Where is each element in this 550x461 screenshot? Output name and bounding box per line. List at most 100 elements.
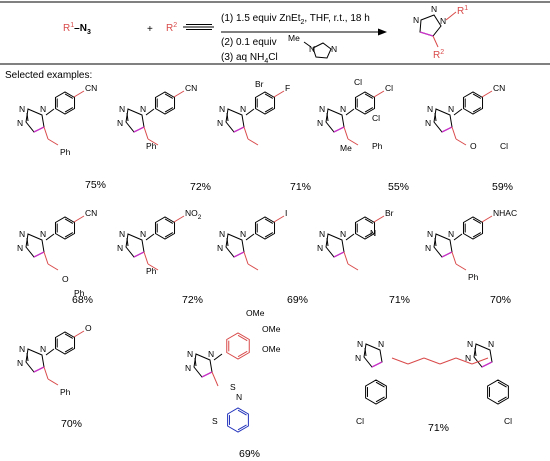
- svg-text:Me: Me: [288, 33, 300, 43]
- atom-label: N: [217, 243, 223, 253]
- atom-label: N: [236, 392, 242, 402]
- atom-label: N: [17, 243, 23, 253]
- atom-label: OMe: [246, 308, 265, 318]
- atom-label: Ph: [372, 141, 383, 151]
- atom-label: N: [185, 363, 191, 373]
- yield-label: 71%: [428, 422, 449, 434]
- condition-1: (1) 1.5 equiv ZnEt2, THF, r.t., 18 h: [221, 13, 370, 26]
- svg-text:N: N: [309, 44, 315, 54]
- atom-label: CN: [85, 83, 97, 93]
- atom-label: N: [448, 229, 454, 239]
- atom-label: N: [219, 229, 225, 239]
- atom-label: Cl: [356, 416, 364, 426]
- atom-label: Br: [385, 208, 394, 218]
- conditions: (1) 1.5 equiv ZnEt2, THF, r.t., 18 h (2)…: [221, 13, 387, 65]
- atom-label: Cl: [504, 416, 512, 426]
- yield-label: 70%: [490, 294, 511, 306]
- atom-label: S: [212, 416, 218, 426]
- svg-text:N: N: [440, 16, 446, 26]
- atom-label: NHAC: [493, 208, 517, 218]
- atom-label: F: [285, 83, 290, 93]
- atom-label: Ph: [468, 272, 479, 282]
- atom-label: N: [17, 358, 23, 368]
- atom-label: N: [119, 104, 125, 114]
- atom-label: N: [425, 118, 431, 128]
- azide-reactant: R1–N3: [63, 22, 91, 36]
- atom-label: N: [465, 353, 471, 363]
- atom-label: N: [467, 339, 473, 349]
- atom-label: N: [19, 344, 25, 354]
- atom-label: N: [355, 353, 361, 363]
- atom-label: N: [427, 229, 433, 239]
- atom-label: N: [378, 339, 384, 349]
- atom-label: CN: [493, 83, 505, 93]
- atom-label: Ph: [74, 288, 85, 298]
- atom-label: Cl: [372, 113, 380, 123]
- atom-label: N: [19, 104, 25, 114]
- atom-label: N: [117, 243, 123, 253]
- svg-text:N: N: [431, 4, 437, 14]
- atom-label: N: [319, 104, 325, 114]
- selected-examples-label: Selected examples:: [5, 70, 92, 81]
- condition-3: (3) aq NH4Cl: [221, 52, 278, 65]
- atom-label: N: [340, 104, 346, 114]
- atom-label: Cl: [385, 83, 393, 93]
- atom-label: Ph: [146, 141, 157, 151]
- atom-label: O: [62, 274, 69, 284]
- atom-label: Cl: [354, 77, 362, 87]
- atom-label: N: [427, 104, 433, 114]
- atom-label: N: [357, 339, 363, 349]
- yield-label: 59%: [492, 181, 513, 193]
- plus-sign: +: [147, 24, 153, 35]
- atom-label: Ph: [146, 266, 157, 276]
- svg-text:N: N: [413, 15, 419, 25]
- atom-label: N: [370, 228, 376, 238]
- svg-text:N: N: [331, 44, 337, 54]
- yield-label: 72%: [190, 181, 211, 193]
- atom-label: Ph: [60, 387, 71, 397]
- atom-label: OMe: [262, 324, 281, 334]
- atom-label: N: [425, 243, 431, 253]
- atom-label: N: [40, 229, 46, 239]
- yield-label: 75%: [85, 179, 106, 191]
- atom-label: N: [140, 104, 146, 114]
- atom-label: Br: [255, 79, 264, 89]
- atom-label: I: [285, 208, 287, 218]
- atom-label: Ph: [60, 147, 71, 157]
- atom-label: N: [317, 118, 323, 128]
- methylimidazole-catalyst: Me N N: [288, 33, 337, 59]
- atom-label: Cl: [500, 141, 508, 151]
- atom-label: N: [319, 229, 325, 239]
- atom-label: N: [219, 104, 225, 114]
- atom-label: N: [240, 229, 246, 239]
- atom-label: O: [85, 323, 92, 333]
- atom-label: NO2: [185, 208, 202, 221]
- atom-label: CN: [85, 208, 97, 218]
- atom-label: N: [240, 104, 246, 114]
- svg-text:R1–N3: R1–N3: [63, 22, 91, 36]
- atom-label: N: [208, 349, 214, 359]
- atom-label: N: [217, 118, 223, 128]
- atom-label: N: [119, 229, 125, 239]
- atom-label: CN: [185, 83, 197, 93]
- atom-label: O: [470, 141, 477, 151]
- atom-label: N: [187, 349, 193, 359]
- atom-label: N: [17, 118, 23, 128]
- alkyne-reactant: R2: [166, 22, 214, 34]
- atom-label: N: [117, 118, 123, 128]
- condition-2: (2) 0.1 equiv: [221, 37, 277, 48]
- atom-label: N: [448, 104, 454, 114]
